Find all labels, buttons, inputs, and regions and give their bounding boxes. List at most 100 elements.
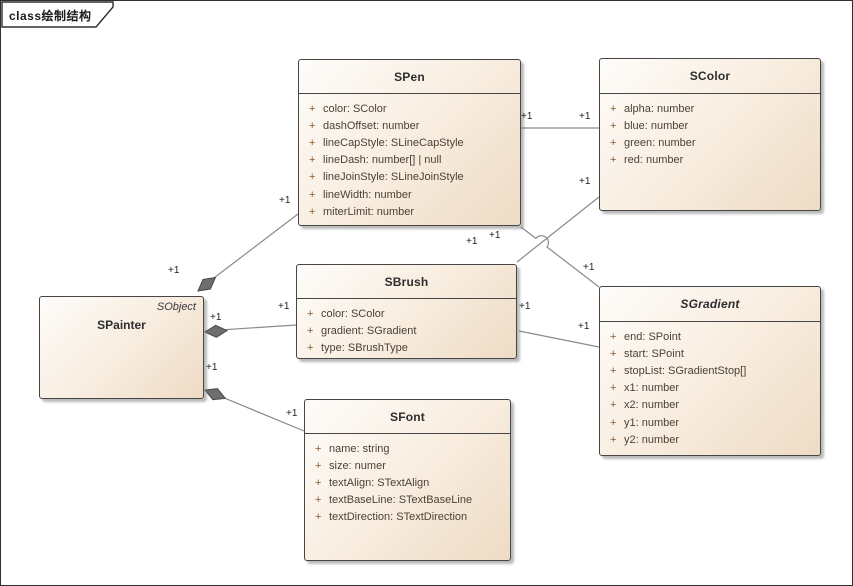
attribute-row[interactable]: +lineJoinStyle: SLineJoinStyle — [299, 169, 520, 186]
attribute-row[interactable]: +alpha: number — [600, 100, 820, 117]
visibility-plus: + — [610, 154, 617, 167]
composition-diamond-spen[interactable] — [197, 276, 217, 292]
class-box-sgradient[interactable]: SGradient + end: SPoint + start: SPoint + s… — [599, 286, 821, 456]
visibility-plus: + — [315, 442, 322, 455]
visibility-plus: + — [307, 324, 314, 337]
frame-title: class绘制结构 — [9, 9, 92, 23]
attribute-row[interactable]: + type: SBrushType — [297, 339, 516, 356]
multiplicity-label: +1 — [579, 176, 591, 187]
attribute-text: lineCapStyle: SLineCapStyle — [323, 136, 464, 149]
attribute-row[interactable]: + miterLimit: number — [299, 203, 520, 220]
visibility-plus: + — [309, 119, 316, 132]
attribute-text: lineWidth: number — [323, 188, 412, 201]
class-title-scolor: SColor — [689, 69, 731, 83]
multiplicity-label: +1 — [210, 312, 222, 323]
visibility-plus: + — [610, 330, 617, 343]
class-box-spen[interactable]: SPen +color: SColor +dashOffset: number … — [298, 59, 521, 226]
attribute-row[interactable]: + end: SPoint — [600, 328, 820, 345]
class-attributes-sgradient: + end: SPoint + start: SPoint + stopList: S… — [600, 322, 820, 448]
multiplicity-label: +1 — [466, 236, 478, 247]
attribute-row[interactable]: + size: numer — [305, 457, 510, 474]
multiplicity-label: +1 — [279, 195, 291, 206]
stereotype-sobject: SObject — [156, 301, 196, 313]
multiplicity-label: +1 — [278, 301, 290, 312]
class-attributes-sbrush: + color: SColor + gradient: SGradient + typ… — [297, 299, 516, 357]
attribute-row[interactable]: +y1: number — [600, 414, 820, 431]
class-title-spen: SPen — [394, 69, 425, 84]
attribute-row[interactable]: + stopList: SGradientStop[] — [600, 362, 820, 379]
class-box-spainter[interactable]: SObject SPainter — [39, 296, 204, 399]
attribute-row[interactable]: +y2: number — [600, 431, 820, 448]
attribute-row[interactable]: + color: SColor — [299, 100, 520, 117]
attribute-row[interactable]: + lineDash: number[] | null — [299, 152, 520, 169]
connector-sbrush-scolor[interactable] — [516, 196, 600, 263]
visibility-plus: + — [610, 102, 617, 115]
class-title-spainter: SPainter — [97, 318, 146, 332]
visibility-plus: + — [315, 459, 322, 472]
connector-spen-sgradient[interactable] — [520, 226, 600, 288]
attribute-text: gradient: SGradient — [321, 324, 417, 337]
attribute-text: x2: number — [624, 399, 680, 412]
attribute-row[interactable]: +green: number — [600, 134, 820, 151]
multiplicity-label: +1 — [519, 301, 531, 312]
attribute-text: color: SColor — [323, 102, 387, 115]
multiplicity-label: +1 — [579, 111, 591, 122]
multiplicity-label: +1 — [206, 362, 218, 373]
attribute-row[interactable]: + gradient: SGradient — [297, 322, 516, 339]
visibility-plus: + — [610, 433, 617, 446]
attribute-text: textAlign: STextAlign — [329, 476, 430, 489]
attribute-text: red: number — [624, 154, 684, 167]
attribute-row[interactable]: + start: SPoint — [600, 345, 820, 362]
class-box-scolor[interactable]: SColor +alpha: number + blue: number +gre… — [599, 58, 821, 211]
attribute-row[interactable]: +x2: number — [600, 397, 820, 414]
multiplicity-label: +1 — [168, 265, 180, 276]
attribute-text: color: SColor — [321, 307, 385, 320]
connector-sbrush-sgradient[interactable] — [518, 330, 600, 348]
attribute-text: blue: number — [624, 119, 689, 132]
class-attributes-scolor: +alpha: number + blue: number +green: num… — [600, 94, 820, 169]
class-attributes-spen: +color: SColor +dashOffset: number +line… — [299, 94, 520, 220]
attribute-row[interactable]: +dashOffset: number — [299, 117, 520, 134]
attribute-text: y1: number — [624, 416, 680, 429]
class-box-sbrush[interactable]: SBrush +color: SColor +gradient: SGradie… — [296, 264, 517, 359]
attribute-text: type: SBrushType — [321, 341, 408, 354]
attribute-row[interactable]: + textAlign: STextAlign — [305, 474, 510, 491]
attribute-text: miterLimit: number — [323, 205, 415, 218]
attribute-row[interactable]: +lineWidth: number — [299, 186, 520, 203]
visibility-plus: + — [315, 476, 322, 489]
attribute-text: textDirection: STextDirection — [329, 511, 468, 524]
attribute-text: x1: number — [624, 382, 680, 395]
class-title-sgradient: SGradient — [680, 297, 740, 311]
attribute-row[interactable]: + red: number — [600, 152, 820, 169]
visibility-plus: + — [309, 102, 316, 115]
attribute-text: stopList: SGradientStop[] — [624, 364, 747, 377]
multiplicity-label: +1 — [521, 111, 533, 122]
attribute-row[interactable]: +name: string — [305, 440, 510, 457]
visibility-plus: + — [315, 494, 322, 507]
attribute-row[interactable]: + color: SColor — [297, 305, 516, 322]
multiplicity-label: +1 — [286, 408, 298, 419]
attribute-row[interactable]: +lineCapStyle: SLineCapStyle — [299, 134, 520, 151]
attribute-row[interactable]: +textDirection: STextDirection — [305, 509, 510, 526]
attribute-row[interactable]: +textBaseLine: STextBaseLine — [305, 492, 510, 509]
attribute-text: start: SPoint — [624, 347, 684, 360]
visibility-plus: + — [309, 205, 316, 218]
visibility-plus: + — [309, 154, 316, 167]
visibility-plus: + — [307, 341, 314, 354]
visibility-plus: + — [309, 171, 316, 184]
visibility-plus: + — [610, 119, 617, 132]
visibility-plus: + — [610, 364, 617, 377]
attribute-row[interactable]: +x1: number — [600, 380, 820, 397]
attribute-text: end: SPoint — [624, 330, 681, 343]
attribute-row[interactable]: + blue: number — [600, 117, 820, 134]
attribute-text: size: numer — [329, 459, 386, 472]
class-box-sfont[interactable]: SFont +name: string +size: numer +textAl… — [304, 399, 511, 561]
visibility-plus: + — [610, 347, 617, 360]
attribute-text: lineDash: number[] | null — [323, 154, 442, 167]
composition-diamond-sfont[interactable] — [204, 388, 227, 401]
composition-diamond-sbrush[interactable] — [203, 324, 229, 338]
visibility-plus: + — [307, 307, 314, 320]
connector-spainter-spen[interactable] — [205, 213, 299, 285]
